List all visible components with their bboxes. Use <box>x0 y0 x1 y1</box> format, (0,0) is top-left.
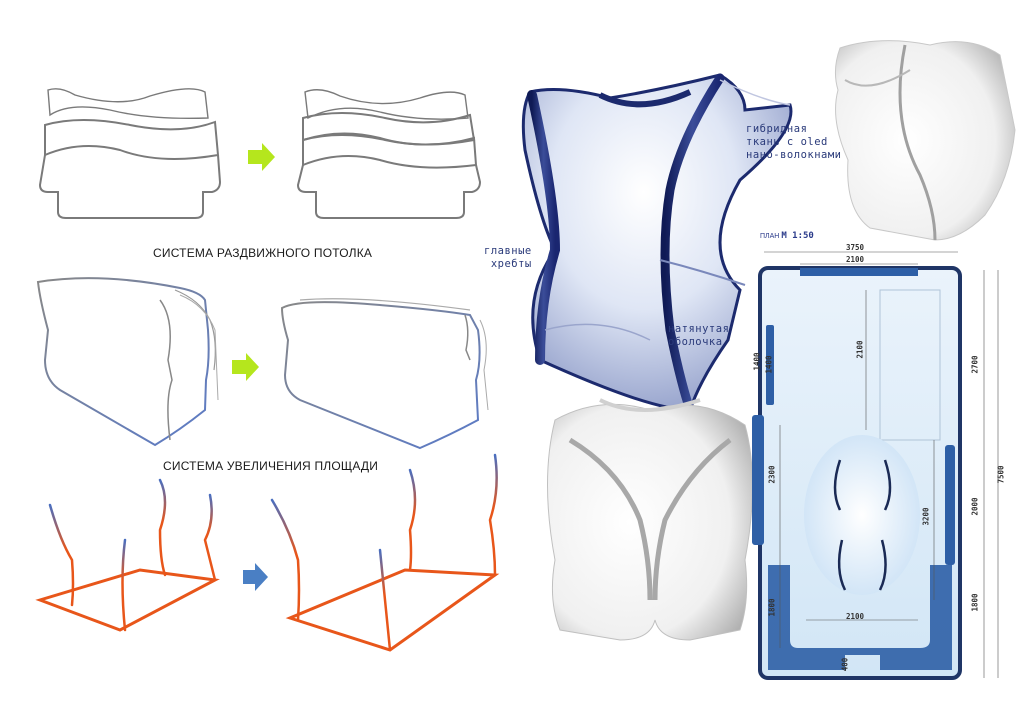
pod-render-white-bottom <box>547 398 753 641</box>
dim-left-1400a: 1400 <box>752 352 762 371</box>
dim-right-2000: 2000 <box>970 497 980 516</box>
dim-right-2700: 2700 <box>970 355 980 374</box>
label-membrane: натянутая оболочка <box>668 323 730 348</box>
arrow-right-1 <box>248 143 275 171</box>
dim-top-window: 2100 <box>846 255 865 264</box>
plan-title: ПЛАН М 1:50 <box>760 231 814 241</box>
pod-render-white-top <box>834 40 1016 241</box>
dim-mid-2100: 2100 <box>855 340 865 359</box>
dim-inner-bottom: 2100 <box>846 612 865 621</box>
caption-ceiling-system: СИСТЕМА РАЗДВИЖНОГО ПОТОЛКА <box>153 246 373 260</box>
label-hybrid-fabric: гибридная ткань с oled нано-волокнами <box>746 123 842 161</box>
floor-plan <box>752 251 999 680</box>
dim-left-1400b: 1400 <box>764 355 774 374</box>
caption-area-system: СИСТЕМА УВЕЛИЧЕНИЯ ПЛОЩАДИ <box>163 459 379 473</box>
dim-right-1800: 1800 <box>970 593 980 612</box>
frame-sketch-closed <box>35 478 220 632</box>
area-sketch-closed <box>36 277 219 447</box>
arrow-right-3 <box>243 563 268 591</box>
dim-left-1800: 1800 <box>767 598 777 617</box>
pod-render <box>521 73 793 415</box>
dim-total-7500: 7500 <box>996 465 1006 484</box>
dim-outer-width: 3750 <box>846 243 865 252</box>
arrow-right-2 <box>232 353 259 381</box>
ceiling-sketch-closed <box>38 88 222 219</box>
dim-left-2300: 2300 <box>767 465 777 484</box>
frame-sketch-open <box>270 453 500 652</box>
ceiling-sketch-open <box>296 89 482 219</box>
dim-bottom-400: 400 <box>840 657 850 672</box>
area-sketch-open <box>280 298 489 450</box>
dim-mid-3200: 3200 <box>921 507 931 526</box>
label-main-ridges: главные хребты <box>484 245 532 270</box>
